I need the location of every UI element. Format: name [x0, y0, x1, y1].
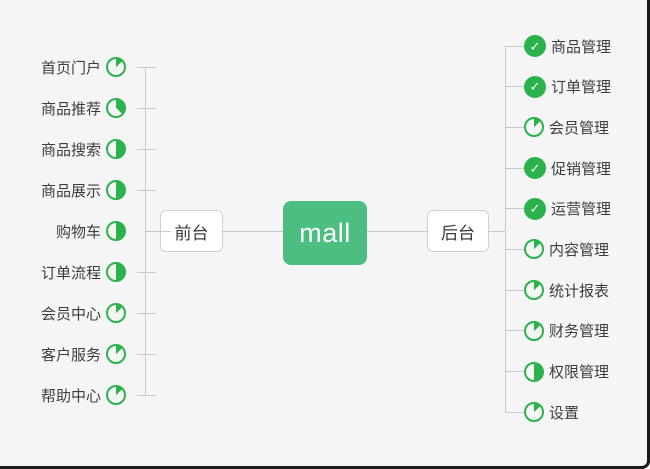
mindmap-node-item[interactable]: 帮助中心 — [40, 383, 157, 407]
progress-pie-icon[interactable] — [106, 262, 126, 282]
mindmap-node-item[interactable]: 财务管理 — [504, 319, 610, 343]
mindmap-node-item[interactable]: 统计报表 — [504, 278, 610, 302]
back-items-column: 商品管理 订单管理 会员管理 促销管理 运营管理 内容管理 统计报表 财务管理 … — [504, 34, 644, 424]
connector-back-to-spine — [489, 231, 505, 232]
branch-node-back[interactable]: 后台 — [427, 210, 489, 252]
node-label: 帮助中心 — [40, 387, 101, 405]
node-label: 客户服务 — [40, 346, 101, 364]
progress-pie-icon[interactable] — [524, 361, 544, 382]
connector-root-to-back — [367, 231, 427, 232]
progress-pie-icon[interactable] — [106, 221, 126, 241]
node-label: 内容管理 — [549, 241, 610, 259]
node-label: 统计报表 — [549, 282, 610, 300]
node-label: 订单管理 — [551, 79, 612, 97]
mindmap-node-item[interactable]: 会员管理 — [504, 115, 610, 139]
mindmap-node-item[interactable]: 商品管理 — [504, 34, 612, 58]
connector-spine-right — [505, 46, 506, 412]
mindmap-node-item[interactable]: 商品推荐 — [40, 96, 157, 120]
check-circle-icon[interactable] — [524, 35, 546, 57]
progress-pie-icon[interactable] — [524, 320, 544, 341]
check-circle-icon[interactable] — [524, 75, 546, 98]
node-label: 权限管理 — [549, 364, 610, 381]
node-label: 首页门户 — [40, 59, 101, 77]
progress-pie-icon[interactable] — [524, 402, 544, 423]
mindmap-node-item[interactable]: 会员中心 — [40, 301, 157, 325]
progress-pie-icon[interactable] — [106, 303, 126, 323]
node-label: 订单流程 — [40, 264, 101, 282]
node-label: 设置 — [549, 404, 580, 422]
node-label: 促销管理 — [551, 160, 612, 178]
node-label: 会员管理 — [549, 119, 610, 137]
node-label: 商品展示 — [40, 182, 101, 200]
node-label: 商品搜索 — [40, 141, 101, 159]
mindmap-node-item[interactable]: 内容管理 — [504, 237, 610, 261]
mindmap-node-item[interactable]: 运营管理 — [504, 197, 612, 221]
progress-pie-icon[interactable] — [106, 57, 126, 77]
mindmap-node-item[interactable]: 订单管理 — [504, 75, 612, 99]
check-circle-icon[interactable] — [524, 157, 546, 180]
branch-front-label: 前台 — [174, 223, 209, 243]
connector-spine-to-front — [145, 231, 160, 232]
mindmap-node-item[interactable]: 权限管理 — [504, 360, 610, 384]
progress-pie-icon[interactable] — [106, 180, 126, 200]
node-label: 运营管理 — [551, 201, 612, 219]
mindmap-node-item[interactable]: 购物车 — [55, 219, 172, 243]
check-circle-icon[interactable] — [524, 197, 546, 220]
progress-pie-icon[interactable] — [106, 98, 126, 118]
progress-pie-icon[interactable] — [524, 239, 544, 260]
mindmap-node-item[interactable]: 订单流程 — [40, 260, 157, 284]
progress-pie-icon[interactable] — [106, 139, 126, 159]
mindmap-node-item[interactable]: 商品搜索 — [40, 137, 157, 161]
node-label: 会员中心 — [40, 305, 101, 323]
mindmap-node-item[interactable]: 促销管理 — [504, 156, 612, 180]
node-label: 购物车 — [55, 223, 101, 241]
node-label: 商品推荐 — [40, 100, 101, 118]
mindmap-node-item[interactable]: 客户服务 — [40, 342, 157, 366]
progress-pie-icon[interactable] — [106, 385, 126, 405]
progress-pie-icon[interactable] — [524, 280, 544, 301]
progress-pie-icon[interactable] — [524, 117, 544, 138]
connector-front-to-root — [223, 231, 283, 232]
node-label: 财务管理 — [549, 323, 610, 341]
root-node-mall[interactable]: mall — [283, 201, 367, 265]
branch-back-label: 后台 — [441, 223, 475, 243]
mindmap-node-item[interactable]: 设置 — [504, 400, 580, 424]
root-node-label: mall — [299, 217, 351, 248]
mindmap-node-item[interactable]: 商品展示 — [40, 178, 157, 202]
front-items-column: 首页门户 商品推荐 商品搜索 商品展示 购物车 订单流程 会员中心 客户服务 帮… — [30, 55, 172, 407]
progress-pie-icon[interactable] — [106, 344, 126, 364]
mindmap-node-item[interactable]: 首页门户 — [40, 55, 157, 79]
node-label: 商品管理 — [551, 38, 612, 56]
